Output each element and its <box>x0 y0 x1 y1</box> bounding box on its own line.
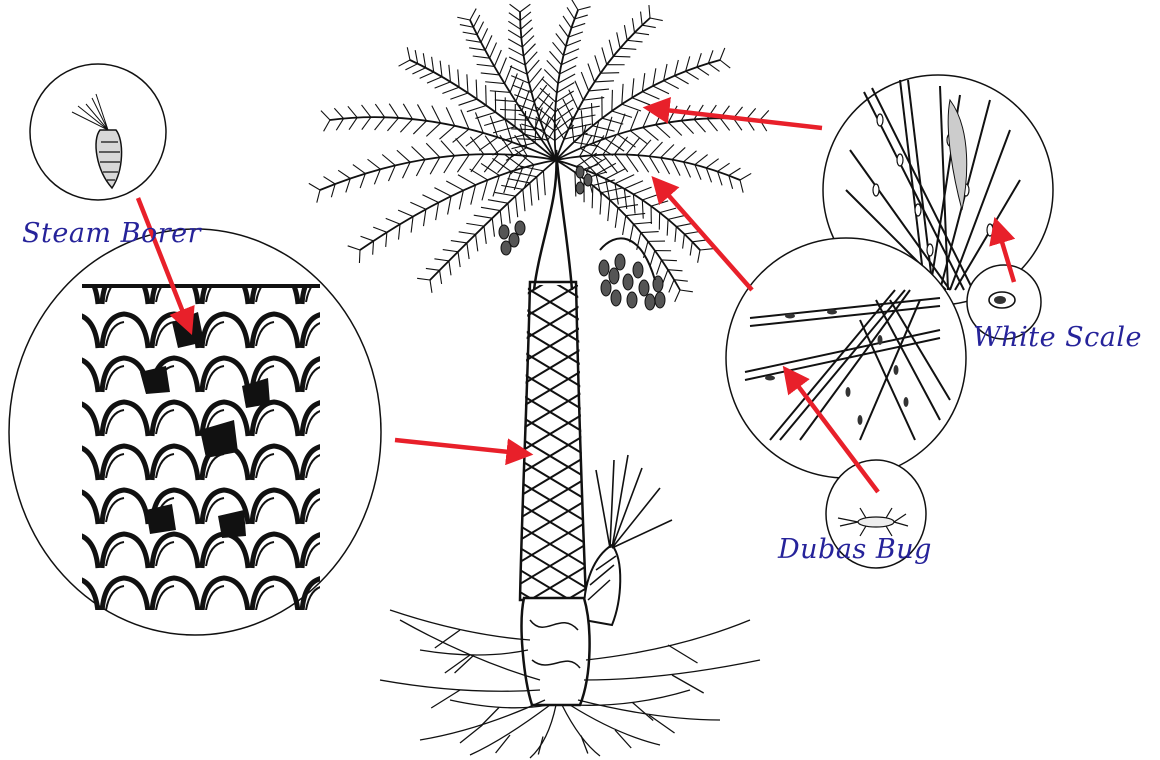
scale-insect-icon <box>989 292 1015 308</box>
dubas-bug-label: Dubas Bug <box>778 536 932 563</box>
stem-borer-insect-circle <box>30 64 166 200</box>
trunk-bark-closeup-circle <box>9 229 381 635</box>
date-cluster-top <box>576 166 592 194</box>
palm-base <box>522 598 590 705</box>
arrow-bark-to-trunk <box>395 440 528 454</box>
date-cluster-left <box>499 221 525 255</box>
palm-offshoot <box>584 455 672 625</box>
arrow-scale-leaf-to-fronds <box>648 108 822 128</box>
white-scale-label: White Scale <box>973 324 1142 351</box>
date-cluster-right <box>599 254 665 310</box>
dubas-bug-leaf-circle <box>726 238 966 478</box>
stem-borer-label: Steam Borer <box>22 220 201 247</box>
